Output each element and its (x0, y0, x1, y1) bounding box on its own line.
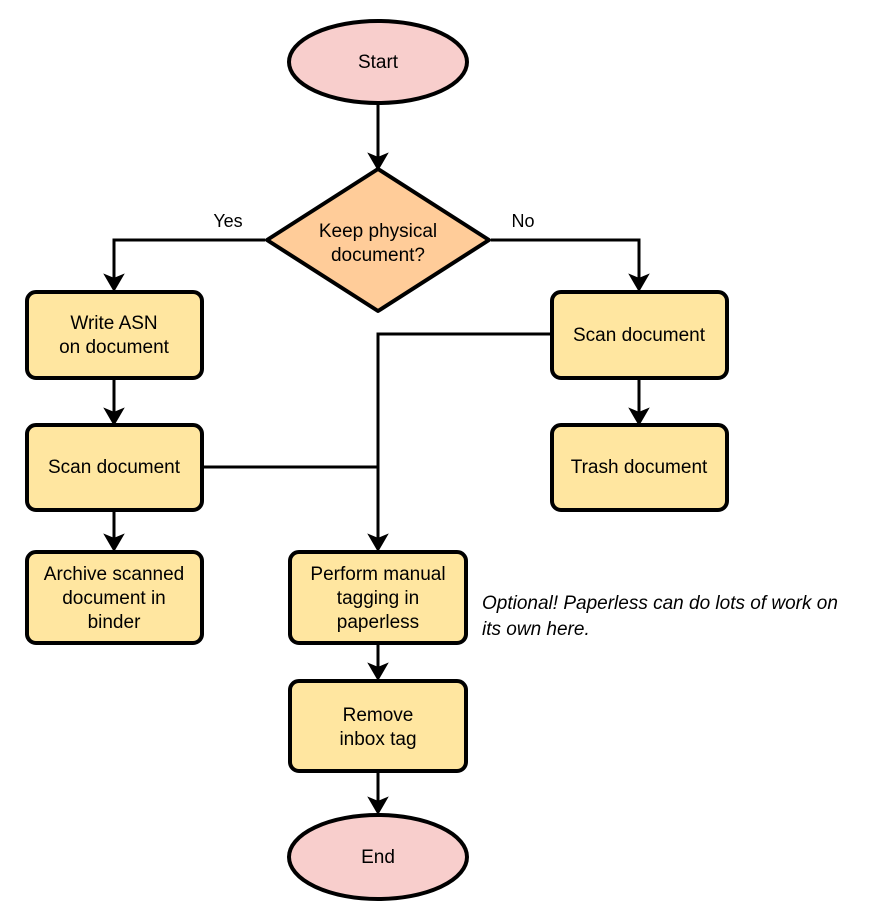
write-asn-label-line1: Write ASN (70, 313, 157, 334)
edge-decision-yes-to-write-asn (103, 238, 265, 293)
scan-left-label: Scan document (48, 457, 181, 478)
edge-scan-right-to-tagging (367, 332, 552, 553)
tagging-label-line3: paperless (337, 612, 419, 633)
scan-left-rect (25, 423, 204, 512)
write-asn-rect (25, 290, 204, 380)
annotation-line1: Optional! Paperless can do lots of work … (482, 593, 838, 614)
tagging-label-line2: tagging in (337, 588, 419, 609)
node-write-asn[interactable]: Write ASN on document (25, 290, 204, 380)
node-scan-document-right[interactable]: Scan document (550, 290, 729, 380)
edge-decision-no-to-scan-right (491, 238, 650, 293)
decision-diamond (265, 167, 491, 313)
remove-inbox-label-line2: inbox tag (339, 729, 416, 750)
tagging-label-line1: Perform manual (310, 564, 445, 585)
edge-label-no: No (511, 211, 534, 231)
node-end[interactable]: End (287, 813, 469, 901)
node-decision-keep-physical-document[interactable]: Keep physical document? (265, 167, 491, 313)
node-archive-scanned-document[interactable]: Archive scanned document in binder (25, 550, 204, 645)
start-ellipse (287, 19, 469, 105)
trash-label: Trash document (571, 457, 708, 478)
node-scan-document-left[interactable]: Scan document (25, 423, 204, 512)
end-ellipse (287, 813, 469, 901)
archive-label-line3: binder (88, 612, 141, 633)
annotation-line2: its own here. (482, 619, 590, 640)
remove-inbox-rect (288, 679, 468, 773)
node-trash-document[interactable]: Trash document (550, 423, 729, 512)
decision-label-line2: document? (331, 245, 425, 266)
scan-right-rect (550, 290, 729, 380)
decision-label-line1: Keep physical (319, 221, 437, 242)
archive-label-line2: document in (62, 588, 166, 609)
node-remove-inbox-tag[interactable]: Remove inbox tag (288, 679, 468, 773)
node-perform-manual-tagging[interactable]: Perform manual tagging in paperless (288, 550, 468, 645)
end-label: End (361, 847, 395, 868)
start-label: Start (358, 52, 399, 73)
archive-rect (25, 550, 204, 645)
archive-label-line1: Archive scanned (44, 564, 184, 585)
tagging-rect (288, 550, 468, 645)
edge-label-yes: Yes (213, 211, 242, 231)
annotation-optional-note: Optional! Paperless can do lots of work … (482, 593, 838, 640)
trash-rect (550, 423, 729, 512)
node-start[interactable]: Start (287, 19, 469, 105)
scan-right-label: Scan document (573, 325, 706, 346)
write-asn-label-line2: on document (59, 337, 170, 358)
remove-inbox-label-line1: Remove (343, 705, 414, 726)
